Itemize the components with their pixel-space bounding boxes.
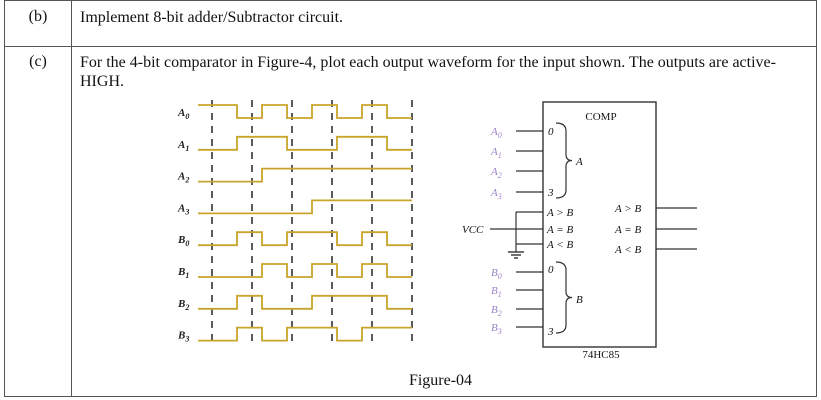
output-label-1: A = B [614,224,641,236]
bus-a-label: A [575,156,583,168]
output-label-2: A < B [614,244,641,256]
question-b-label: (b) [28,8,48,25]
output-label-0: A > B [614,203,641,215]
bus-b-index-top: 0 [548,264,554,276]
waveform-a1 [198,135,412,151]
figure-caption: Figure-04 [408,372,473,389]
signal-label-b2: B2 [177,298,189,312]
chip-part-number: 74HC85 [582,349,620,361]
waveform-a2 [198,167,412,183]
signal-label-a1: A1 [177,139,189,153]
pin-label-a2: A2 [490,166,502,180]
waveform-b2 [198,294,412,310]
pin-label-b0: B0 [491,267,502,281]
table-bottom-border [4,396,817,397]
signal-label-a3: A3 [177,202,189,216]
bus-b-label: B [576,294,583,306]
cascade-input-label-0: A > B [546,207,573,219]
bus-b-index-bottom: 3 [547,326,554,338]
signal-label-b1: B1 [177,266,189,280]
chip-title: COMP [585,111,616,123]
pin-label-b1: B1 [491,285,502,299]
cascade-input-label-2: A < B [546,239,573,251]
pin-label-a0: A0 [490,126,502,140]
table-right-border [816,0,817,397]
bus-brace-a [555,122,573,199]
pin-label-b2: B2 [491,304,502,318]
question-b-text: Implement 8-bit adder/Subtractor circuit… [80,9,344,26]
pin-label-a3: A3 [490,187,502,201]
waveform-b1 [198,263,412,278]
table-left-border [4,0,5,397]
waveform-b0 [198,231,412,247]
bus-a-index-bottom: 3 [547,187,554,199]
table-top-border [4,0,817,1]
chip-body [542,101,657,348]
signal-label-a0: A0 [177,107,189,121]
pin-label-a1: A1 [490,146,502,160]
row-divider [4,46,817,47]
pin-label-b3: B3 [491,322,502,336]
signal-label-b0: B0 [177,234,189,248]
question-c-text: For the 4-bit comparator in Figure-4, pl… [80,54,776,90]
waveform-a3 [198,199,412,215]
signal-label-b3: B3 [177,330,189,344]
question-c-label: (c) [29,53,47,70]
bus-a-index-top: 0 [548,126,554,138]
waveform-a0 [198,104,412,119]
vcc-label: VCC [462,224,484,236]
column-divider [71,0,72,397]
cascade-input-label-1: A = B [546,224,573,236]
bus-brace-b [555,261,573,334]
signal-label-a2: A2 [177,171,189,185]
waveform-b3 [198,326,412,342]
